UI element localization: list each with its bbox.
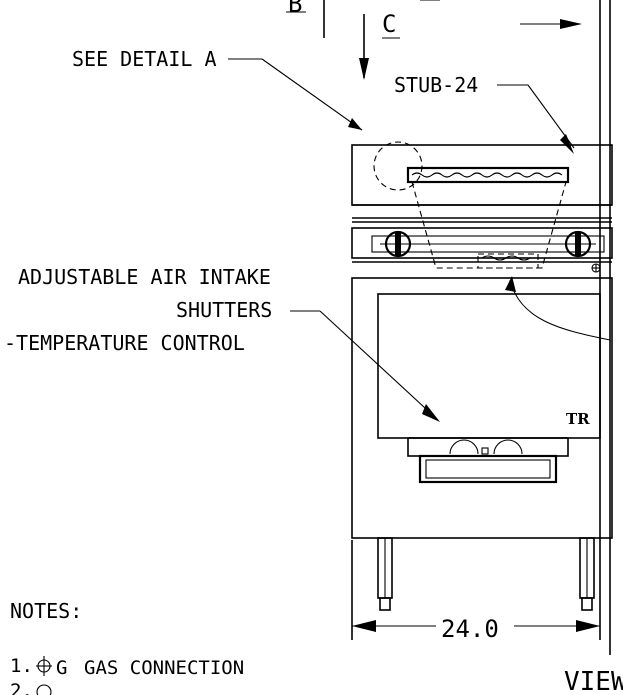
notes-heading: NOTES: bbox=[10, 599, 82, 623]
right-arrowhead bbox=[560, 19, 582, 29]
unit-legs bbox=[377, 537, 595, 611]
width-value: 24.0 bbox=[441, 615, 499, 643]
gas-connection-icon bbox=[36, 656, 52, 676]
drawer bbox=[418, 454, 558, 484]
note-1-text: GAS CONNECTION bbox=[84, 657, 244, 679]
note-2-icon bbox=[36, 684, 52, 695]
note-1-number: 1. bbox=[10, 655, 33, 677]
see-detail-label: SEE DETAIL A bbox=[72, 47, 217, 71]
air-intake-line1: ADJUSTABLE AIR INTAKE bbox=[18, 265, 271, 289]
air-intake-arrowhead bbox=[422, 404, 440, 422]
note-1-symbol: G bbox=[56, 657, 67, 679]
grate-top bbox=[406, 166, 570, 184]
control-panel bbox=[351, 181, 613, 273]
oven-body: TR bbox=[351, 277, 613, 539]
detail-arrowhead bbox=[348, 118, 362, 130]
section-b-label: B bbox=[288, 0, 302, 18]
air-intake-line3: -TEMPERATURE CONTROL bbox=[4, 331, 245, 355]
stub-label: STUB-24 bbox=[394, 73, 478, 97]
section-c-label: C bbox=[382, 10, 396, 38]
section-b-marker: B bbox=[286, 0, 325, 38]
unit-top-body bbox=[351, 141, 613, 223]
width-dimension: 24.0 bbox=[351, 540, 600, 643]
curved-leader bbox=[509, 279, 611, 341]
brand-logo: TR bbox=[566, 410, 590, 428]
note-2-number: 2. bbox=[10, 680, 33, 695]
detail-circle bbox=[373, 141, 423, 191]
section-c-marker: C bbox=[359, 10, 582, 80]
stub-arrowhead bbox=[560, 134, 574, 154]
section-c-arrowhead bbox=[359, 58, 369, 80]
notes-block: NOTES: 1. G GAS CONNECTION 2. bbox=[10, 599, 244, 695]
air-intake-line2: SHUTTERS bbox=[176, 298, 272, 322]
view-label: VIEW bbox=[564, 667, 623, 695]
